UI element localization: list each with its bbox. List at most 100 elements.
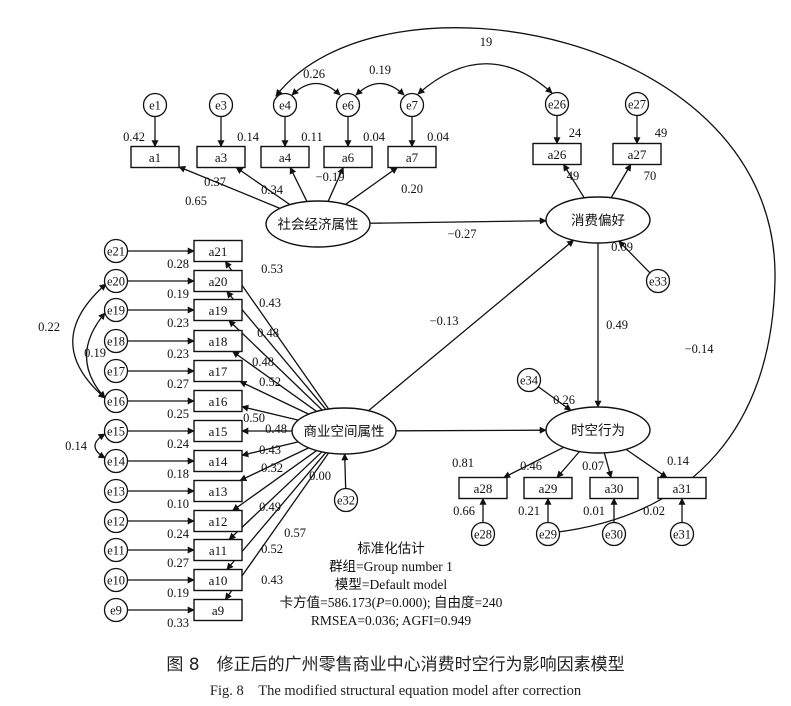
svg-text:a15: a15 bbox=[209, 424, 228, 439]
error-term-e29: e29 bbox=[535, 521, 561, 547]
structural-path-socioeconomic-consumption bbox=[369, 217, 547, 225]
coefficient-l-a1: 0.65 bbox=[185, 194, 207, 208]
legend-title: 标准化估计 bbox=[357, 541, 425, 556]
error-term-e19: e19 bbox=[103, 297, 129, 323]
coefficient-l-a31: 0.14 bbox=[667, 454, 690, 468]
svg-text:e21: e21 bbox=[107, 245, 125, 259]
observed-variable-a26: a26 bbox=[532, 142, 582, 166]
svg-text:e16: e16 bbox=[107, 395, 125, 409]
error-term-e7: e7 bbox=[399, 92, 425, 118]
coefficient-e20-e16: 0.22 bbox=[38, 320, 60, 334]
error-term-e28: e28 bbox=[470, 521, 496, 547]
loading-path-a4 bbox=[289, 166, 308, 202]
svg-text:e1: e1 bbox=[149, 99, 161, 113]
svg-text:e29: e29 bbox=[539, 528, 557, 542]
svg-text:a10: a10 bbox=[209, 573, 228, 588]
coefficient-l-a28: 0.81 bbox=[452, 456, 474, 470]
svg-text:a18: a18 bbox=[209, 334, 228, 349]
coefficient-r2-a16: 0.25 bbox=[167, 407, 189, 421]
svg-text:e12: e12 bbox=[107, 515, 125, 529]
error-term-e12: e12 bbox=[103, 508, 129, 534]
svg-text:a28: a28 bbox=[474, 481, 493, 496]
coefficient-r2-a19: 0.23 bbox=[167, 316, 189, 330]
svg-text:e20: e20 bbox=[107, 275, 125, 289]
svg-text:a3: a3 bbox=[215, 150, 227, 165]
coefficient-l-a29: 0.46 bbox=[520, 459, 542, 473]
legend-model: 模型=Default model bbox=[335, 577, 447, 592]
error-term-e16: e16 bbox=[103, 388, 129, 414]
coefficient-l-a14: 0.43 bbox=[259, 443, 281, 457]
svg-text:e30: e30 bbox=[605, 528, 623, 542]
coefficient-l-a19: 0.48 bbox=[257, 326, 279, 340]
svg-text:e33: e33 bbox=[649, 275, 667, 289]
coefficient-l-a17: 0.52 bbox=[259, 375, 281, 389]
svg-text:a19: a19 bbox=[209, 303, 228, 318]
coefficient-r2-a18: 0.23 bbox=[167, 347, 189, 361]
coefficient-e7-e29: −0.14 bbox=[685, 342, 715, 356]
loading-path-a31 bbox=[625, 448, 668, 479]
covariance-e19-e16 bbox=[86, 312, 106, 399]
coefficient-l-a7: 0.20 bbox=[401, 182, 423, 196]
error-term-e6: e6 bbox=[335, 92, 361, 118]
coefficient-r2-a15: 0.24 bbox=[167, 437, 190, 451]
svg-text:e31: e31 bbox=[673, 528, 691, 542]
coefficient-r2-a6: 0.04 bbox=[363, 130, 386, 144]
observed-variable-a17: a17 bbox=[193, 359, 243, 383]
coefficient-r2-a27: 49 bbox=[655, 126, 668, 140]
svg-text:商业空间属性: 商业空间属性 bbox=[304, 424, 385, 440]
error-term-e32: e32 bbox=[333, 487, 359, 513]
svg-text:a11: a11 bbox=[209, 543, 227, 558]
svg-text:e19: e19 bbox=[107, 304, 125, 318]
svg-text:a29: a29 bbox=[539, 481, 558, 496]
svg-text:e3: e3 bbox=[215, 99, 227, 113]
observed-variable-a29: a29 bbox=[523, 476, 573, 500]
observed-variable-a19: a19 bbox=[193, 298, 243, 322]
coefficient-r2-a13: 0.10 bbox=[167, 497, 189, 511]
coefficient-l-a15: 0.48 bbox=[265, 422, 287, 436]
covariance-e4-e6 bbox=[291, 82, 341, 96]
svg-text:a16: a16 bbox=[209, 394, 228, 409]
svg-text:a6: a6 bbox=[342, 150, 355, 165]
error-term-e30: e30 bbox=[601, 521, 627, 547]
error-term-e17: e17 bbox=[103, 358, 129, 384]
error-term-e34: e34 bbox=[516, 367, 542, 393]
error-term-e20: e20 bbox=[103, 268, 129, 294]
error-term-e11: e11 bbox=[103, 537, 129, 563]
coefficient-l-a12: 0.49 bbox=[259, 500, 281, 514]
error-term-e21: e21 bbox=[103, 238, 129, 264]
latent-variable-spatiotemporal: 时空行为 bbox=[545, 406, 651, 454]
svg-text:e18: e18 bbox=[107, 335, 125, 349]
coefficient-r2-a3: 0.14 bbox=[237, 130, 260, 144]
legend-fit-indices: RMSEA=0.036; AGFI=0.949 bbox=[311, 613, 472, 628]
observed-variable-a27: a27 bbox=[612, 142, 662, 166]
svg-text:a26: a26 bbox=[548, 147, 567, 162]
coefficient-l-a20: 0.43 bbox=[259, 296, 281, 310]
loading-path-a26 bbox=[562, 163, 585, 199]
svg-text:a21: a21 bbox=[209, 244, 228, 259]
svg-text:e26: e26 bbox=[548, 98, 566, 112]
covariance-e15-e14 bbox=[94, 433, 106, 459]
observed-variable-a18: a18 bbox=[193, 329, 243, 353]
coefficient-se-cp: −0.27 bbox=[448, 227, 477, 241]
svg-text:a12: a12 bbox=[209, 514, 228, 529]
svg-text:e9: e9 bbox=[110, 604, 122, 618]
svg-text:e17: e17 bbox=[107, 365, 125, 379]
loading-path-a7 bbox=[345, 166, 398, 205]
svg-text:a7: a7 bbox=[406, 150, 419, 165]
coefficient-l-a11: 0.52 bbox=[261, 542, 283, 556]
loading-path-a1 bbox=[178, 166, 281, 209]
svg-text:e14: e14 bbox=[107, 455, 126, 469]
observed-variable-a3: a3 bbox=[196, 145, 246, 169]
svg-text:a30: a30 bbox=[605, 481, 624, 496]
covariance-e6-e7 bbox=[355, 82, 405, 96]
svg-text:a31: a31 bbox=[673, 481, 692, 496]
svg-text:a9: a9 bbox=[212, 603, 224, 618]
svg-text:e32: e32 bbox=[337, 494, 355, 508]
svg-text:消费偏好: 消费偏好 bbox=[571, 213, 625, 229]
coefficient-l-a3: 0.37 bbox=[204, 175, 226, 189]
coefficient-l-a13: 0.32 bbox=[261, 461, 283, 475]
figure-caption-english: Fig. 8 The modified structural equation … bbox=[209, 683, 582, 699]
latent-variable-consumption: 消费偏好 bbox=[545, 196, 651, 244]
coefficient-l-a4: 0.34 bbox=[261, 183, 284, 197]
svg-text:e10: e10 bbox=[107, 574, 125, 588]
